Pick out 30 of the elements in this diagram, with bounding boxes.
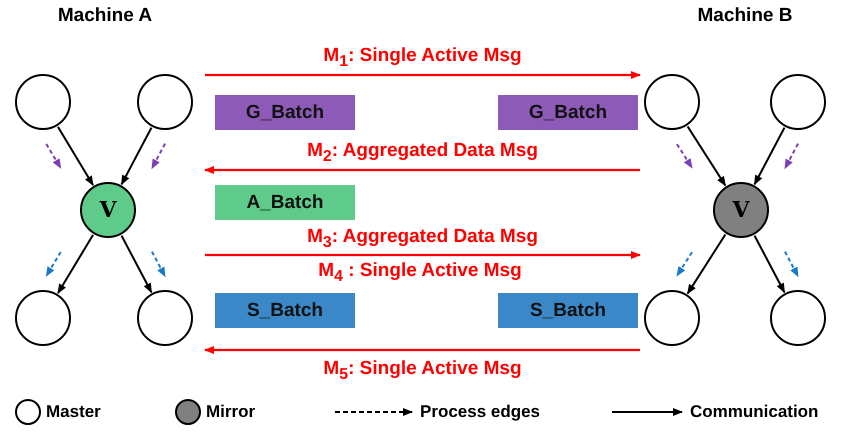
- arrow: [686, 234, 726, 294]
- legend-label: Process edges: [420, 402, 540, 422]
- arrow: [57, 126, 94, 186]
- message-label: M$_{4}$ : Single Active Msg: [317, 260, 523, 287]
- batch-box: S_Batch: [498, 293, 638, 328]
- edge-label: M$_{1}$: Single Active Msg: [322, 45, 523, 72]
- legend-label: Communication: [690, 402, 818, 422]
- arrow: [120, 127, 152, 186]
- batch-box: G_Batch: [215, 95, 355, 130]
- edge-label: M$_{3}$: Aggregated Data Msg: [306, 226, 539, 253]
- arrow: [205, 71, 641, 79]
- machine-heading: Machine B: [696, 5, 794, 27]
- edge-label: M$_{2}$: Aggregated Data Msg: [306, 140, 539, 167]
- arrow: [204, 346, 640, 354]
- arrow: [205, 251, 641, 259]
- arrow: [57, 234, 94, 294]
- machine-heading: Machine A: [56, 5, 154, 27]
- arrow: [754, 235, 786, 294]
- batch-box: S_Batch: [215, 293, 355, 328]
- arrow: [204, 166, 640, 174]
- legend-label: Master: [46, 402, 101, 422]
- vertex-circle: V: [80, 182, 136, 238]
- arrow: [120, 235, 152, 294]
- edge-label: M$_{5}$: Single Active Msg: [322, 358, 523, 385]
- batch-box: A_Batch: [215, 185, 355, 220]
- arrow: [754, 127, 786, 186]
- arrow: [686, 126, 726, 186]
- vertex-circle: V: [713, 182, 769, 238]
- legend-label: Mirror: [206, 402, 256, 422]
- batch-box: G_Batch: [498, 95, 638, 130]
